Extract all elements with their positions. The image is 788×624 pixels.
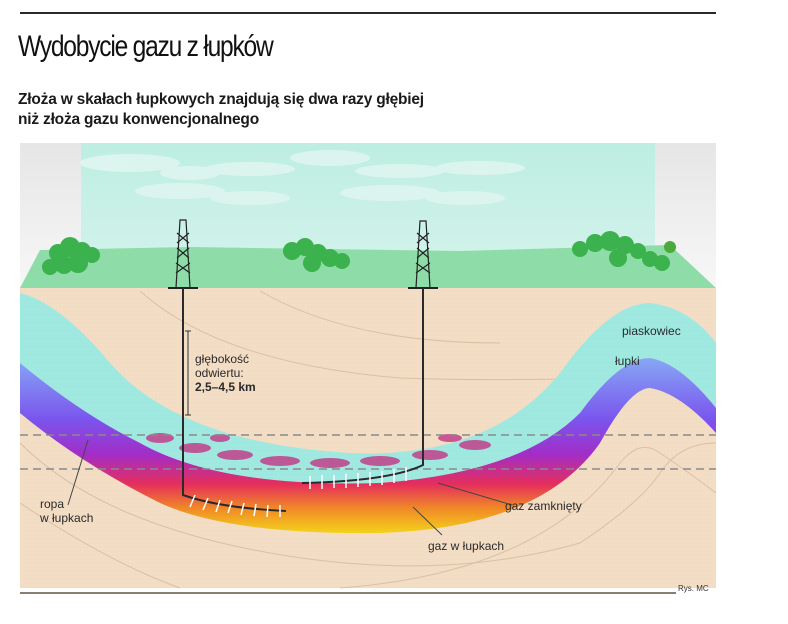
shale-layer	[20, 358, 716, 534]
shale-label: łupki	[615, 354, 640, 368]
subtitle-line-2: niż złoża gazu konwencjonalnego	[18, 111, 259, 128]
dashed-lines	[20, 434, 716, 470]
page-title: Wydobycie gazu z łupków	[18, 30, 274, 63]
oil-label-line-2: w łupkach	[40, 511, 94, 525]
trees-center	[283, 238, 350, 272]
oil-in-shale-label: ropa w łupkach	[40, 497, 93, 525]
fracture-marks	[189, 467, 407, 518]
depth-label-line-1: głębokość	[195, 352, 250, 366]
shale-gas-label: gaz w łupkach	[428, 539, 505, 553]
shale-gas-diagram	[20, 143, 716, 594]
trees-right	[572, 231, 676, 271]
depth-label: głębokość odwiertu: 2,5–4,5 km	[195, 352, 256, 394]
oil-label-line-1: ropa	[40, 497, 65, 511]
tight-gas-label: gaz zamknięty	[505, 499, 582, 513]
sandstone-label: piaskowiec	[622, 324, 681, 338]
depth-value: 2,5–4,5 km	[195, 380, 256, 394]
grass-surface	[20, 245, 716, 288]
clouds	[80, 150, 525, 205]
leader-lines	[67, 439, 513, 536]
trees-left	[42, 237, 100, 275]
top-rule	[20, 12, 716, 14]
oil-blobs	[146, 433, 491, 468]
wells	[182, 288, 424, 512]
depth-label-line-2: odwiertu:	[195, 366, 244, 380]
credit: Rys. MC	[678, 584, 709, 593]
subtitle: Złoża w skałach łupkowych znajdują się d…	[18, 90, 424, 130]
drilling-rig-left	[168, 219, 198, 289]
depth-indicator	[185, 330, 191, 416]
subtitle-line-1: Złoża w skałach łupkowych znajdują się d…	[18, 91, 424, 108]
